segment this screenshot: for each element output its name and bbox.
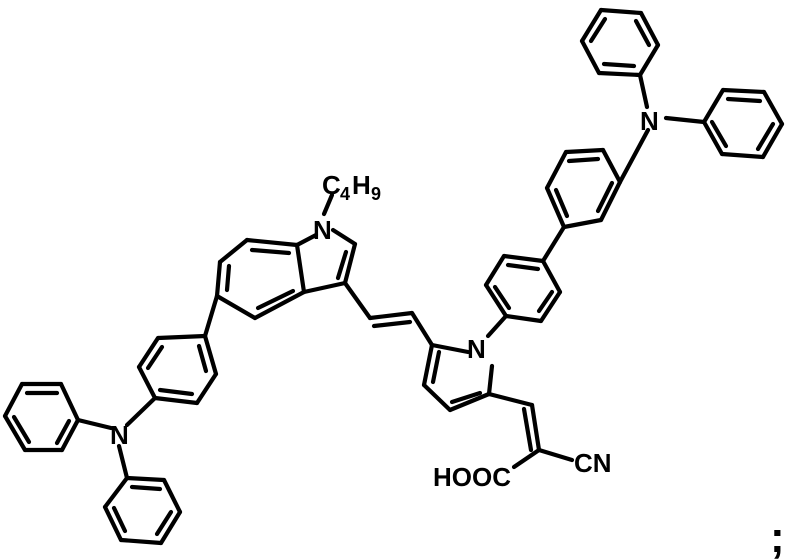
right-biphenyl-upper-ring [544, 127, 651, 230]
carboxylic-acid-label: HOOC [433, 462, 511, 492]
left-tpa-phenyl-upper [2, 381, 114, 453]
structure-terminator-semicolon: ; [770, 513, 785, 560]
butyl-hydrogen-label: H [352, 170, 371, 200]
left-tpa-phenyl-lower [102, 443, 183, 546]
vinylene-bridge [342, 280, 435, 348]
right-biphenyl-lower-ring [483, 224, 567, 339]
cyanoacrylic-acid-group [486, 391, 575, 470]
cyano-label: CN [574, 448, 612, 478]
butyl-subscript-4: 4 [340, 184, 350, 204]
indole-nitrogen-label: N [313, 215, 332, 245]
right-triphenylamine-nitrogen: N [640, 106, 659, 136]
butyl-carbon-label: C [322, 170, 341, 200]
indole-unit [214, 192, 358, 321]
butyl-subscript-9: 9 [371, 184, 381, 204]
right-tpa-phenyl-upper [579, 7, 661, 110]
pyrrole-nitrogen-label: N [467, 334, 486, 364]
right-tpa-phenyl-right [663, 87, 785, 160]
left-triphenylamine-nitrogen: N [110, 420, 129, 450]
left-biphenyl-ring [124, 293, 220, 428]
central-pyrrole-ring [421, 342, 495, 413]
